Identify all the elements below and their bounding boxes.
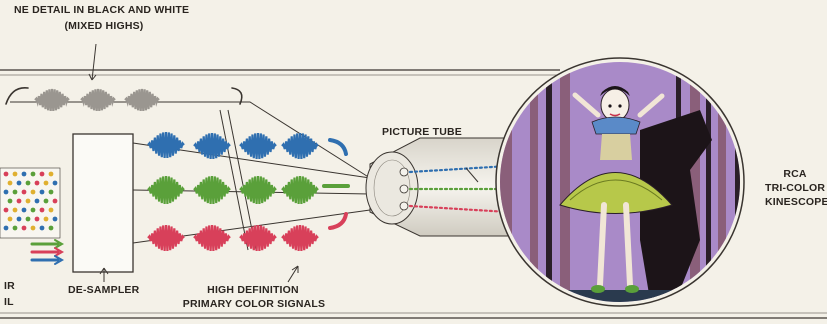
mosaic-dot	[13, 208, 18, 213]
mosaic-dot	[8, 181, 13, 186]
mosaic-dot	[40, 190, 45, 195]
mosaic-dot	[31, 190, 36, 195]
top-label-line1: NE DETAIL IN BLACK AND WHITE	[14, 4, 189, 17]
red-signal-burst	[148, 225, 184, 251]
mosaic-dot	[49, 208, 54, 213]
mosaic-dot	[13, 190, 18, 195]
mixed-highs-burst	[35, 89, 69, 111]
mosaic-dot	[44, 217, 49, 222]
blue-signal-burst	[282, 133, 318, 159]
tri-color-label: TRI-COLOR	[765, 182, 825, 195]
mosaic-dot	[40, 172, 45, 177]
mosaic-dot	[35, 181, 40, 186]
mosaic-dot	[22, 172, 27, 177]
red-signal-burst	[194, 225, 230, 251]
mosaic-dot	[13, 226, 18, 231]
blue-signal-burst	[148, 132, 184, 158]
green-signal-burst	[194, 176, 230, 204]
mixed-highs-burst	[81, 89, 115, 111]
mosaic-dot	[35, 217, 40, 222]
mosaic-dot	[53, 181, 58, 186]
mixed-highs-burst	[125, 89, 159, 111]
mosaic-dot	[49, 172, 54, 177]
mosaic-dot	[13, 172, 18, 177]
mosaic-dot	[4, 172, 9, 177]
green-signal-burst	[240, 176, 276, 204]
left-fragment-2: IL	[4, 296, 14, 309]
mosaic-dot	[44, 199, 49, 204]
rca-label: RCA	[770, 168, 820, 181]
de-sampler-label: DE-SAMPLER	[68, 284, 139, 297]
mosaic-dot	[31, 226, 36, 231]
mosaic-dot	[53, 217, 58, 222]
mosaic-dot	[22, 208, 27, 213]
green-signal-burst	[282, 176, 318, 204]
mosaic-dot	[26, 181, 31, 186]
mosaic-dot	[49, 190, 54, 195]
primary-color-signals-label: PRIMARY COLOR SIGNALS	[164, 298, 344, 311]
input-arrows	[32, 240, 62, 264]
mosaic-dot	[31, 172, 36, 177]
high-definition-label: HIGH DEFINITION	[178, 284, 328, 297]
mosaic-dot	[53, 199, 58, 204]
blue-signal-burst	[240, 133, 276, 159]
de-sampler-box	[73, 134, 133, 272]
picture-tube-label: PICTURE TUBE	[382, 126, 462, 139]
mosaic-dot	[4, 190, 9, 195]
kinescope-screen	[496, 58, 746, 310]
mosaic-dot	[26, 199, 31, 204]
mosaic-dot	[17, 217, 22, 222]
mosaic-dot	[17, 199, 22, 204]
mosaic-dot	[31, 208, 36, 213]
mosaic-dot	[4, 226, 9, 231]
red-signal-burst	[240, 225, 276, 251]
mosaic-dot	[40, 208, 45, 213]
mosaic-dot	[22, 226, 27, 231]
mosaic-dot	[35, 199, 40, 204]
mosaic-dot	[17, 181, 22, 186]
green-signal-burst	[148, 176, 184, 204]
kinescope-label: KINESCOPE	[765, 196, 825, 209]
top-label-line2: (MIXED HIGHS)	[44, 20, 164, 33]
mosaic-dot	[8, 217, 13, 222]
mosaic-dot	[40, 226, 45, 231]
mosaic-dot	[4, 208, 9, 213]
red-signal-burst	[282, 225, 318, 251]
mosaic-dot	[44, 181, 49, 186]
mosaic-dot	[22, 190, 27, 195]
left-mosaic	[0, 168, 60, 238]
mosaic-dot	[26, 217, 31, 222]
signal-lines	[10, 102, 370, 250]
picture-tube	[366, 138, 510, 236]
mosaic-dot	[8, 199, 13, 204]
left-fragment-1: IR	[4, 280, 15, 293]
mosaic-dot	[49, 226, 54, 231]
